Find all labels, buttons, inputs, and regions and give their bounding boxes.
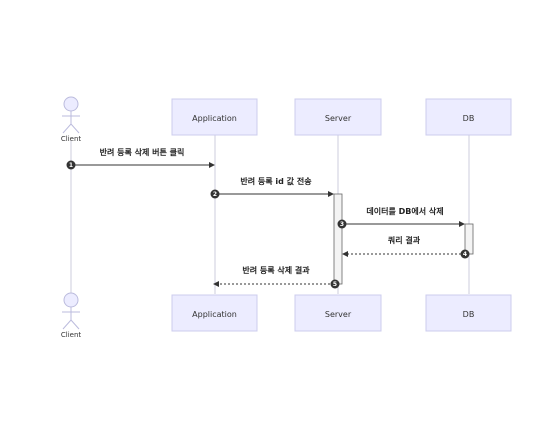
actor-client-top: Client [61,96,82,143]
person-icon [62,96,80,134]
svg-text:2: 2 [213,191,217,198]
sequence-number-badge: 3 [337,219,347,229]
message-1: 반려 등록 삭제 버튼 클릭 1 [66,147,215,170]
actor-client-label-bottom: Client [61,331,82,339]
actor-client-bottom: Client [61,292,82,339]
message-3-label: 데이터를 DB에서 삭제 [366,206,443,216]
sequence-number-badge: 1 [66,160,76,170]
person-icon [62,292,80,330]
participant-db-label: DB [463,114,475,123]
svg-text:1: 1 [69,162,73,169]
message-3: 데이터를 DB에서 삭제 3 [337,206,465,229]
participant-server-bottom: Server [294,294,382,332]
svg-text:5: 5 [333,281,337,288]
message-2: 반려 등록 id 값 전송 2 [210,176,334,199]
svg-text:4: 4 [463,251,467,258]
participant-server-label: Server [325,114,352,123]
participant-application-top: Application [171,98,258,136]
sequence-number-badge: 2 [210,189,220,199]
participant-application-bottom: Application [171,294,258,332]
sequence-number-badge: 5 [330,279,340,289]
message-5-label: 반려 등록 삭제 결과 [242,265,310,275]
server-activation-bar [333,193,343,285]
participant-application-label-bottom: Application [192,310,237,319]
message-4-label: 쿼리 결과 [388,235,421,245]
sequence-number-badge: 4 [460,249,470,259]
participant-application-label: Application [192,114,237,123]
participant-db-top: DB [425,98,512,136]
message-4: 쿼리 결과 4 [342,235,470,259]
participant-server-label-bottom: Server [325,310,352,319]
message-2-label: 반려 등록 id 값 전송 [240,176,312,186]
svg-text:3: 3 [340,221,344,228]
db-activation-bar [464,223,474,255]
message-1-label: 반려 등록 삭제 버튼 클릭 [100,147,185,157]
participant-db-label-bottom: DB [463,310,475,319]
participant-server-top: Server [294,98,382,136]
actor-client-label: Client [61,135,82,143]
message-5: 반려 등록 삭제 결과 5 [213,265,340,289]
participant-db-bottom: DB [425,294,512,332]
